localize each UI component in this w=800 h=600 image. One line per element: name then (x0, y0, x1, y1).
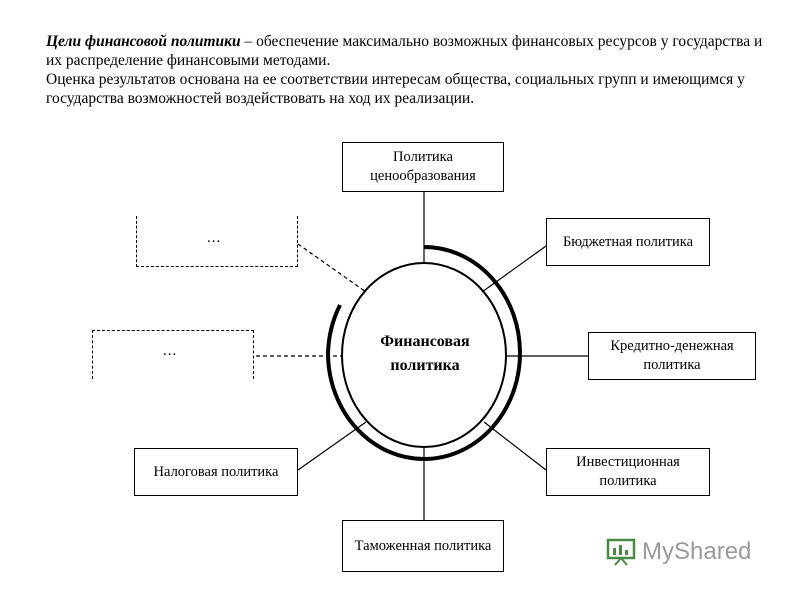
node-placeholder-top: ... (136, 216, 298, 267)
cycle-arc-left-top (326, 304, 342, 356)
connector-tax (297, 421, 367, 471)
watermark-text: MyShared (642, 538, 752, 565)
watermark-logo: MyShared (606, 538, 751, 566)
center-circle (341, 262, 507, 448)
goals-paragraph: Цели финансовой политики – обеспечение м… (46, 32, 766, 70)
goals-text: – обеспечение максимально возможных фина… (46, 33, 763, 69)
center-label: Финансовая политика (380, 333, 470, 374)
placeholder-mid-label: ... (163, 343, 178, 359)
connector-budget (481, 245, 547, 293)
node-budget-policy: Бюджетная политика (546, 218, 710, 266)
node-pricing-policy: Политика ценообразования (342, 142, 504, 192)
node-investment-policy: Инвестиционная политика (546, 448, 710, 496)
intro-text: Цели финансовой политики – обеспечение м… (46, 32, 766, 108)
node-monetary-policy: Кредитно-денежная политика (588, 332, 756, 380)
node-customs-policy: Таможенная политика (342, 520, 504, 572)
node-placeholder-mid: ... (92, 330, 254, 379)
connector-placeholder-top (297, 243, 367, 293)
connector-investment (483, 421, 547, 471)
presentation-icon (606, 538, 636, 566)
cycle-arc-right (423, 245, 522, 461)
node-tax-policy: Налоговая политика (134, 448, 298, 496)
goals-heading: Цели финансовой политики (46, 33, 241, 50)
evaluation-paragraph: Оценка результатов основана на ее соотве… (46, 71, 745, 107)
placeholder-top-label: ... (207, 230, 222, 246)
